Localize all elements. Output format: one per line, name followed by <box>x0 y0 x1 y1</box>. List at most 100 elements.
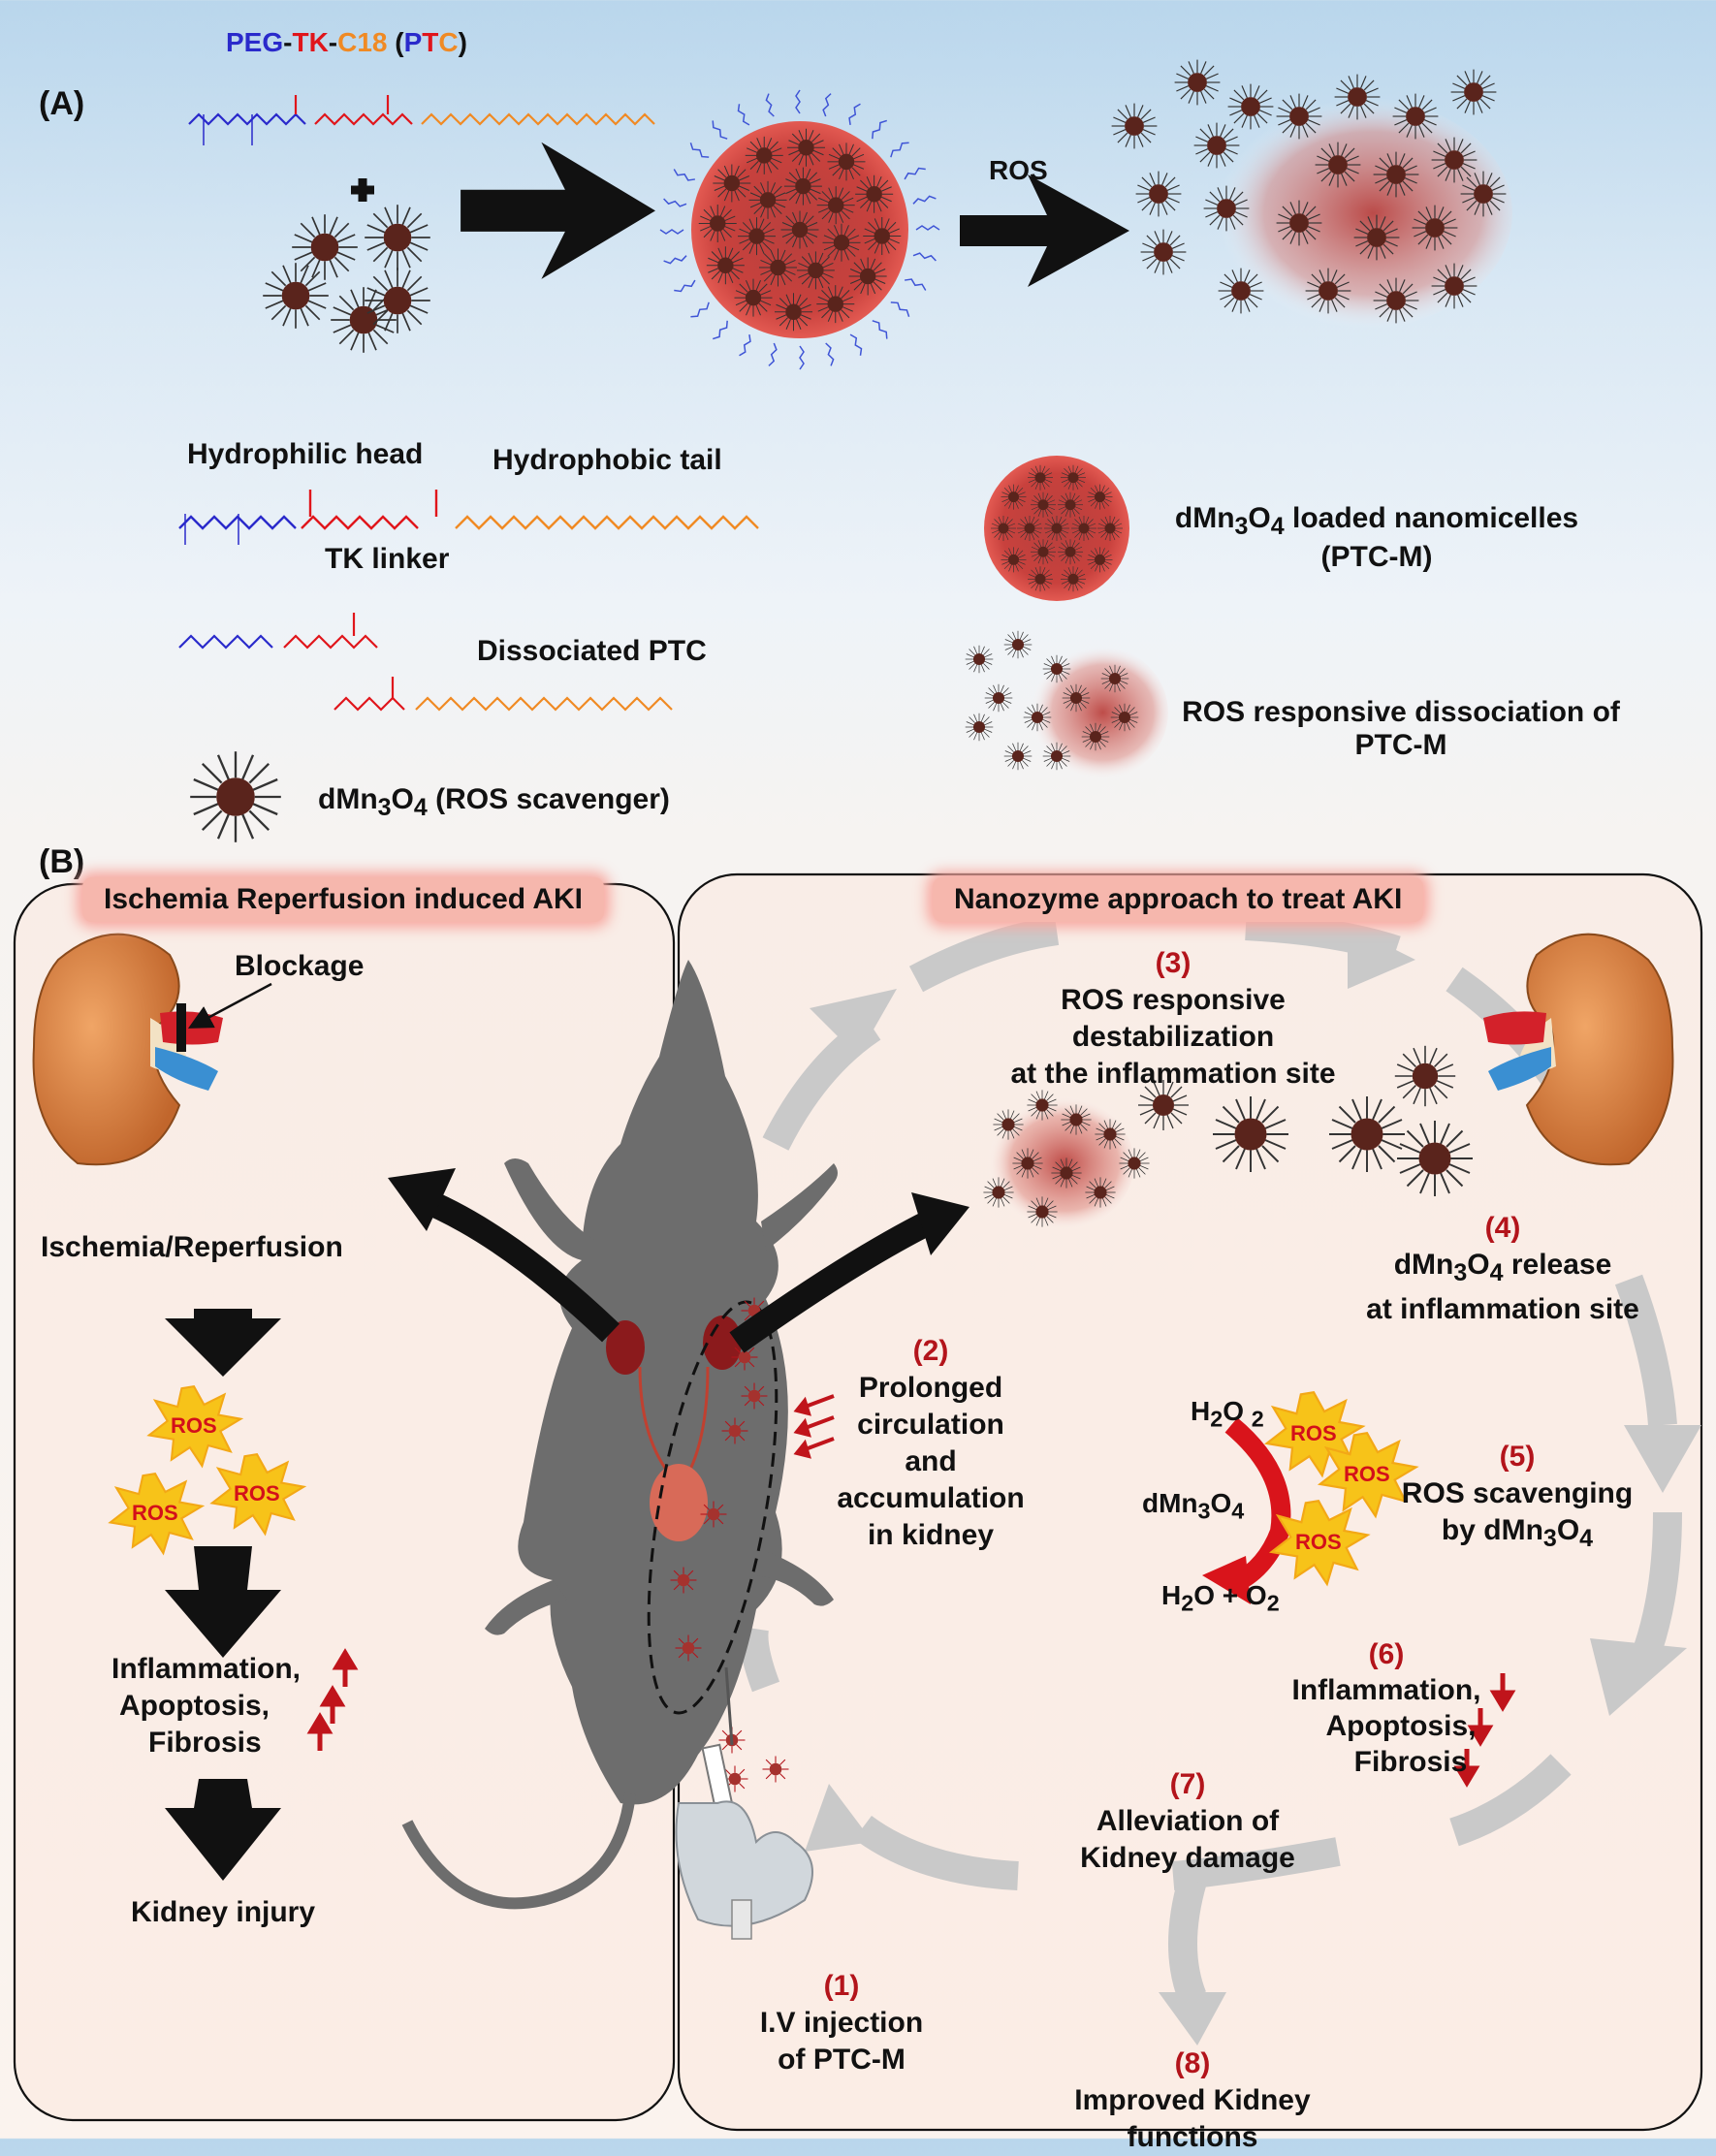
micelle-nanoparticle <box>712 164 751 203</box>
step-2: (2) Prolonged circulation and accumulati… <box>837 1335 1025 1551</box>
kidney-right-icon <box>1483 933 1674 1166</box>
ptc-structure-legend <box>178 490 759 545</box>
legend-micelle-nanoparticle <box>1027 464 1054 491</box>
peg-chain <box>904 275 929 292</box>
dissociated-nanoparticle <box>1218 268 1264 314</box>
down-arrows <box>1453 1673 1516 1788</box>
peg-chain <box>872 317 891 340</box>
peg-chain <box>662 254 688 266</box>
ros-arrow-label: ROS <box>989 155 1048 185</box>
circulating-micelle <box>674 1633 703 1663</box>
micelle-nanoparticle <box>706 245 746 285</box>
micelle-nanoparticle <box>698 204 738 243</box>
circulating-micelle <box>720 1416 749 1445</box>
tk-linker-label: TK linker <box>325 543 450 575</box>
panel-b-label: (B) <box>39 843 85 880</box>
micelle-nanoparticle <box>816 185 856 225</box>
dissociated-nanoparticle <box>1193 122 1240 169</box>
left-flow-arrows <box>165 1309 281 1881</box>
micelle-nanoparticle <box>822 223 861 263</box>
dissociated-nanoparticle <box>1111 103 1158 149</box>
legend-micelle-nanoparticle <box>1057 538 1084 565</box>
kidney-injury-label: Kidney injury <box>131 1896 316 1928</box>
dissociated-nanoparticle <box>1431 137 1478 183</box>
dissociation-legend-label: ROS responsive dissociation of PTC-M <box>1182 696 1620 761</box>
peg-chain <box>795 89 801 114</box>
step-6: (6) Inflammation, Apoptosis, Fibrosis <box>1291 1638 1481 1778</box>
plus-icon <box>351 178 374 202</box>
legend-micelle-nanoparticle <box>1001 547 1027 573</box>
micelle-nanoparticle <box>758 247 798 287</box>
step-8: (8) Improved Kidney functions <box>1074 2047 1311 2153</box>
legend-dissociated-nanoparticle <box>1042 654 1071 683</box>
circulation-arrows <box>793 1394 835 1459</box>
micelle-nanoparticle <box>780 210 819 249</box>
step-5: (5) ROS scavenging by dMn3O4 <box>1401 1441 1634 1552</box>
ptc-m-legend-icon <box>984 456 1129 601</box>
legend-micelle-nanoparticle <box>1001 484 1027 510</box>
ros-arrow-icon <box>960 174 1129 287</box>
legend-micelle-nanoparticle <box>990 515 1017 542</box>
dissociated-nanoparticle <box>1431 263 1478 309</box>
peg-chain <box>735 103 750 128</box>
ureters <box>638 1366 710 1474</box>
catalytic-arrow <box>1224 1417 1291 1595</box>
dissociated-nanoparticle <box>1373 151 1419 198</box>
dissociated-nanoparticle <box>1460 171 1507 217</box>
micelle-nanoparticle <box>827 142 866 181</box>
peg-chain <box>673 279 698 295</box>
legend-dissociated-nanoparticle <box>1003 630 1033 659</box>
peg-chain <box>687 142 710 162</box>
micelle-nanoparticle <box>783 167 823 206</box>
dissociated-nanoparticle <box>1412 205 1458 251</box>
dissociated-micelle <box>1111 59 1512 330</box>
peg-chain <box>821 91 832 117</box>
micelle-nanoparticle <box>745 136 784 175</box>
ros-text-2: ROS <box>132 1501 178 1525</box>
legend-dissociated-nanoparticle <box>1100 664 1129 693</box>
step-4: (4) dMn3O4 release at inflammation site <box>1366 1212 1639 1325</box>
dissociated-nanoparticle <box>1392 93 1439 140</box>
peg-chain <box>824 341 836 367</box>
micelle-nanoparticle <box>815 284 855 324</box>
legend-dissociated-nanoparticle <box>1042 742 1071 771</box>
site-nanoparticle <box>1027 1196 1058 1227</box>
peg-chain <box>887 139 910 158</box>
peg-chain <box>712 320 732 342</box>
ptc-title: PEG-TK-C18 (PTC) <box>226 27 467 57</box>
legend-micelle-nanoparticle <box>1043 515 1070 542</box>
peg-chain <box>799 345 805 370</box>
ptc-m-micelle <box>659 89 940 370</box>
peg-chain <box>845 101 862 126</box>
right-banner: Nanozyme approach to treat AKI <box>933 877 1424 922</box>
ros-text-6: ROS <box>1295 1530 1342 1554</box>
ros-text-1: ROS <box>171 1413 217 1438</box>
legend-micelle-nanoparticle <box>1027 565 1054 592</box>
circulating-micelle <box>761 1755 790 1784</box>
dissociated-nanoparticle <box>1276 200 1322 246</box>
up-arrows <box>306 1648 359 1751</box>
site-nanoparticle <box>983 1177 1014 1208</box>
dissociated-nanoparticle <box>1174 59 1221 106</box>
mouse-silhouette <box>401 960 838 1910</box>
ischemia-label: Ischemia/Reperfusion <box>41 1231 343 1263</box>
step-3: (3) ROS responsive destabilization at th… <box>1010 947 1336 1090</box>
step-7: (7) Alleviation of Kidney damage <box>1080 1768 1295 1874</box>
legend-dissociated-nanoparticle <box>1110 703 1139 732</box>
micelle-nanoparticle <box>786 128 826 168</box>
legend-micelle-nanoparticle <box>1087 484 1113 510</box>
dissociated-nanoparticle <box>1227 83 1274 130</box>
peg-chain <box>849 332 865 357</box>
peg-chain <box>768 342 779 368</box>
legend-dissociated-nanoparticle <box>1081 722 1110 751</box>
peg-chain <box>912 251 938 262</box>
dissociated-nanoparticle <box>1353 214 1400 261</box>
hydrophilic-head-label: Hydrophilic head <box>187 438 424 470</box>
peg-chain <box>764 92 776 118</box>
ptc-structure-top <box>188 95 655 145</box>
circulating-micelle <box>669 1566 698 1595</box>
dissociated-nanoparticle <box>1373 277 1419 324</box>
legend-micelle-nanoparticle <box>1096 515 1124 542</box>
dissociated-nanoparticle <box>1135 171 1182 217</box>
